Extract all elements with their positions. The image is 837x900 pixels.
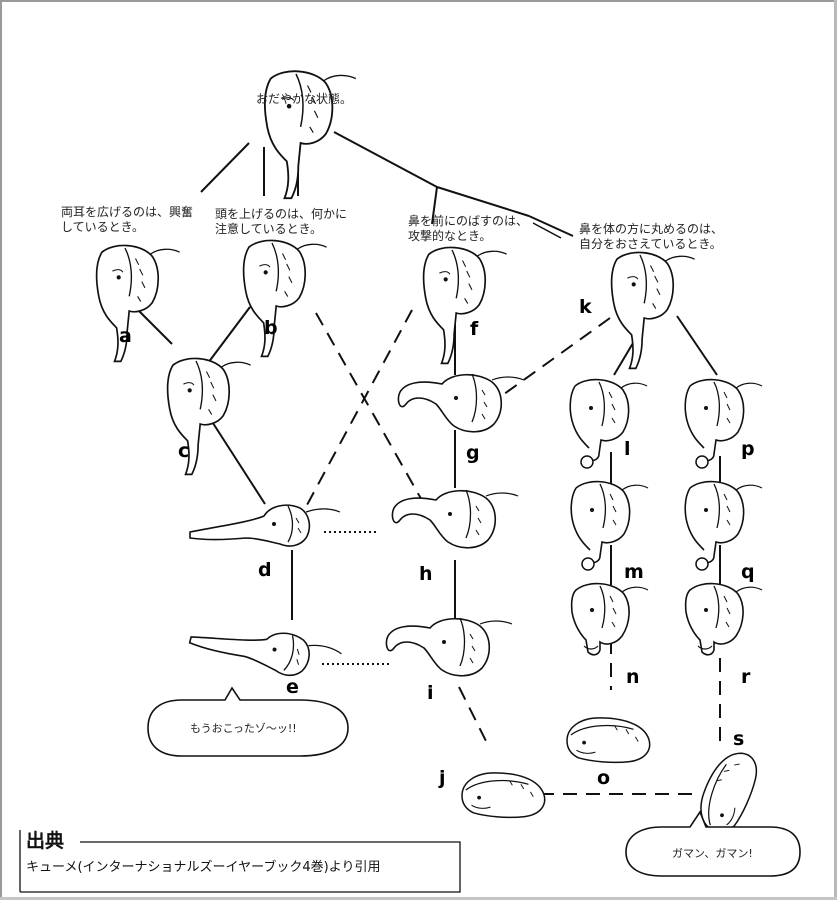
elephant-head-icon	[244, 240, 327, 356]
dotted-connections	[322, 532, 390, 664]
elephant-head-icon	[612, 252, 695, 368]
elephant-head-icon	[686, 584, 762, 655]
elephant-head-icon	[571, 482, 648, 570]
label-e: e	[286, 677, 299, 697]
dashed-connections	[307, 310, 720, 794]
label-n: n	[626, 667, 640, 687]
label-j: j	[439, 768, 446, 788]
label-h: h	[419, 564, 433, 584]
elephant-head-icon	[386, 618, 512, 676]
elephant-head-icon	[97, 245, 180, 361]
caption-trunk-curl: 鼻を体の方に丸めるのは、 自分をおさえているとき。	[579, 222, 723, 252]
elephant-head-icon	[572, 584, 648, 655]
label-p: p	[741, 439, 755, 459]
label-a: a	[119, 326, 132, 346]
caption-calm: おだやかな状態。	[256, 92, 352, 107]
elephant-head-icon	[188, 611, 343, 687]
label-o: o	[597, 768, 610, 788]
label-k: k	[579, 297, 592, 317]
label-i: i	[427, 683, 434, 703]
caption-trunk-forward: 鼻を前にのばすのは、 攻撃的なとき。	[408, 214, 528, 244]
elephant-head-icon	[190, 505, 340, 546]
caption-head: 頭を上げるのは、何かに 注意しているとき。	[215, 207, 347, 237]
elephant-head-icon	[424, 247, 507, 363]
elephant-head-icon	[392, 490, 518, 548]
elephant-head-icon	[685, 482, 762, 570]
bubble-text-endure: ガマン、ガマン!	[672, 845, 753, 861]
label-r: r	[741, 667, 750, 687]
label-l: l	[624, 439, 631, 459]
elephant-head-icon	[567, 718, 650, 762]
elephant-head-icon	[462, 773, 545, 817]
elephant-head-icon	[398, 374, 524, 432]
label-m: m	[624, 562, 644, 582]
label-s: s	[733, 729, 744, 749]
caption-ears: 両耳を広げるのは、興奮 しているとき。	[61, 205, 193, 235]
label-c: c	[178, 441, 189, 461]
label-q: q	[741, 562, 755, 582]
elephant-head-icon	[570, 380, 647, 468]
label-b: b	[264, 318, 278, 338]
label-f: f	[470, 319, 478, 339]
bubble-text-angry: もうおこったゾ〜ッ!!	[190, 720, 297, 736]
source-text: キューメ(インターナショナルズーイヤーブック4巻)より引用	[26, 856, 380, 875]
elephant-head-icon	[265, 71, 356, 198]
label-d: d	[258, 560, 272, 580]
source-title: 出典	[26, 826, 64, 853]
label-g: g	[466, 443, 480, 463]
